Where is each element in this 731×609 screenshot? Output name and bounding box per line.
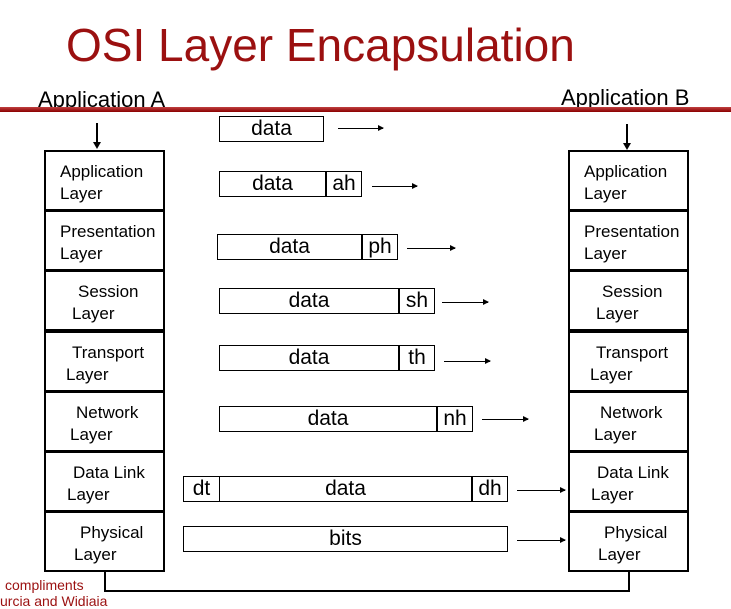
trailer-dt: dt — [183, 476, 220, 502]
arrow-right-icon — [517, 537, 566, 543]
layer-suffix: Layer — [590, 365, 633, 384]
layer-name: Application — [60, 162, 144, 181]
header-sh: sh — [399, 288, 435, 314]
header-ph: ph — [362, 234, 398, 260]
layer-suffix: Layer — [584, 244, 627, 263]
packet-data: data — [219, 406, 437, 432]
layer-suffix: Layer — [591, 485, 634, 504]
layer-name: Data Link — [73, 463, 145, 482]
layer-name: Application — [584, 162, 668, 181]
layer-name: Transport — [596, 343, 669, 362]
slide-title: OSI Layer Encapsulation — [66, 19, 575, 71]
layer-suffix: Layer — [60, 184, 103, 203]
packet-data: data — [219, 476, 472, 502]
arrow-right-icon — [338, 125, 384, 131]
layer-name: Network — [600, 403, 663, 422]
layer-name: Presentation — [584, 222, 680, 241]
layer-name: Network — [76, 403, 139, 422]
layer-name: Transport — [72, 343, 145, 362]
layer-suffix: Layer — [584, 184, 627, 203]
packet-data: data — [219, 288, 399, 314]
arrow-right-icon — [372, 183, 418, 189]
arrow-right-icon — [482, 416, 529, 422]
layer-name: Physical — [80, 523, 144, 542]
layer-suffix: Layer — [66, 365, 109, 384]
arrow-right-icon — [442, 299, 489, 305]
layer-suffix: Layer — [598, 545, 641, 564]
packet-data: data — [219, 116, 324, 142]
header-ah: ah — [326, 171, 362, 197]
layer-suffix: Layer — [74, 545, 117, 564]
layer-suffix: Layer — [72, 304, 115, 323]
title-divider — [0, 107, 731, 112]
header-dh: dh — [472, 476, 508, 502]
layer-name: Physical — [604, 523, 668, 542]
arrow-right-icon — [407, 245, 456, 251]
application-b-label: Application B — [561, 85, 690, 110]
layer-suffix: Layer — [60, 244, 103, 263]
packet-data: data — [219, 171, 326, 197]
down-arrow-b — [626, 124, 628, 148]
physical-link-connector — [104, 572, 630, 592]
layer-suffix: Layer — [70, 425, 113, 444]
bits-stream: bits — [183, 526, 508, 552]
header-th: th — [399, 345, 435, 371]
layer-name: Data Link — [597, 463, 669, 482]
layer-name: Session — [602, 282, 663, 301]
layer-suffix: Layer — [596, 304, 639, 323]
header-nh: nh — [437, 406, 473, 432]
layer-suffix: Layer — [594, 425, 637, 444]
packet-data: data — [219, 345, 399, 371]
arrow-right-icon — [444, 358, 491, 364]
layer-suffix: Layer — [67, 485, 110, 504]
layer-name: Presentation — [60, 222, 156, 241]
credit-line-2: urcia and Widiaia — [0, 593, 108, 609]
packet-data: data — [217, 234, 362, 260]
down-arrow-a — [96, 123, 98, 147]
arrow-right-icon — [517, 487, 566, 493]
arrowhead-icon — [93, 142, 101, 149]
credit-line-1: compliments — [5, 577, 84, 593]
arrowhead-icon — [623, 143, 631, 150]
layer-name: Session — [78, 282, 139, 301]
